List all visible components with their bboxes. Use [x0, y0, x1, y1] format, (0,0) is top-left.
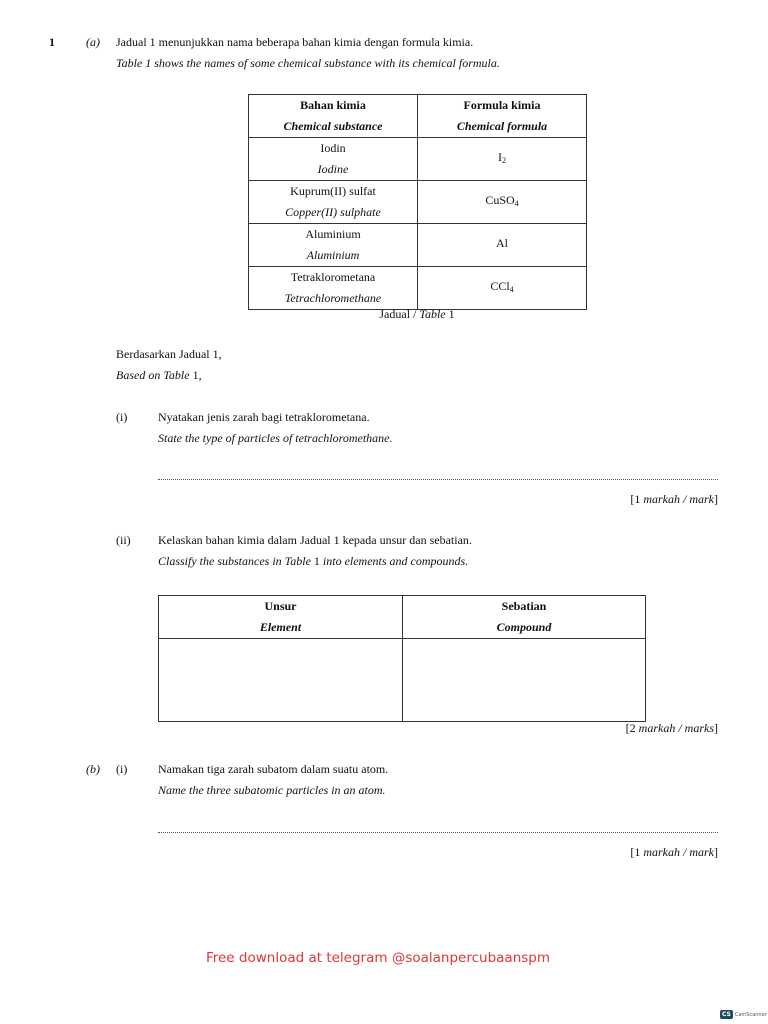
answer-line[interactable]: [158, 479, 718, 480]
marks-word: markah / marks: [638, 721, 714, 735]
formula: CuSO: [485, 193, 515, 207]
header-cell: Formula kimia Chemical formula: [417, 94, 587, 138]
header-cell: Bahan kimia Chemical substance: [248, 94, 418, 138]
based-on-english: Based on Table 1,: [116, 368, 202, 382]
q-a-ii-malay: Kelaskan bahan kimia dalam Jadual 1 kepa…: [158, 533, 472, 547]
part-a-malay: Jadual 1 menunjukkan nama beberapa bahan…: [116, 35, 474, 49]
header-malay: Sebatian: [501, 599, 547, 613]
q-b-i-label: (i): [116, 762, 128, 776]
based-on-english-text: Based on Table: [116, 368, 190, 382]
marks-label: [1 markah / mark]: [630, 492, 718, 506]
q-a-i-malay: Nyatakan jenis zarah bagi tetraklorometa…: [158, 410, 370, 424]
marks-num: [1: [630, 845, 644, 859]
marks-label: [2 markah / marks]: [626, 721, 718, 735]
q-a-i-english: State the type of particles of tetrachlo…: [158, 431, 393, 445]
substance-english: Aluminium: [306, 248, 360, 262]
header-malay: Formula kimia: [463, 98, 541, 112]
substance-english: Iodine: [317, 162, 349, 176]
header-english: Chemical substance: [283, 119, 383, 133]
substance-malay: Iodin: [320, 141, 346, 155]
formula-cell: Al: [417, 223, 587, 267]
header-english: Compound: [496, 620, 552, 634]
part-b-label: (b): [86, 762, 100, 776]
header-english: Element: [259, 620, 302, 634]
english-part: into elements and compounds.: [322, 554, 469, 568]
caption-malay: Jadual /: [379, 307, 420, 321]
based-on-malay: Berdasarkan Jadual 1,: [116, 347, 222, 361]
formula: I: [498, 150, 502, 164]
header-malay: Bahan kimia: [300, 98, 366, 112]
question-number: 1: [49, 35, 55, 49]
answer-line[interactable]: [158, 832, 718, 833]
part-a-english: Table 1 shows the names of some chemical…: [116, 56, 500, 70]
header-malay: Unsur: [264, 599, 297, 613]
formula-cell: I2: [417, 137, 587, 181]
marks-word: markah / mark: [643, 845, 714, 859]
camscanner-logo: CS CamScanner: [720, 1010, 767, 1019]
element-answer-cell[interactable]: [158, 638, 403, 722]
substance-malay: Aluminium: [305, 227, 361, 241]
marks-num: [2: [625, 721, 639, 735]
answer-row: [158, 638, 646, 722]
caption-number: 1: [445, 307, 455, 321]
english-part: Classify the substances in Table: [158, 554, 311, 568]
camscanner-name: CamScanner: [734, 1011, 767, 1018]
marks-close: ]: [714, 721, 718, 735]
q-a-ii-english: Classify the substances in Table 1 into …: [158, 554, 468, 568]
marks-word: markah / mark: [643, 492, 714, 506]
english-part: 1: [310, 554, 323, 568]
q-b-i-english: Name the three subatomic particles in an…: [158, 783, 386, 797]
q-a-i-label: (i): [116, 410, 128, 424]
caption-english: Table: [419, 307, 446, 321]
marks-label: [1 markah / mark]: [630, 845, 718, 859]
table-header-row: Bahan kimia Chemical substance Formula k…: [248, 94, 587, 138]
formula: CCl: [490, 279, 510, 293]
formula-subscript: 4: [514, 199, 519, 208]
substance-malay: Tetraklorometana: [290, 270, 376, 284]
footer-download-text: Free download at telegram @soalanpercuba…: [205, 950, 551, 966]
camscanner-icon: CS: [720, 1010, 733, 1019]
compound-answer-cell[interactable]: [402, 638, 646, 722]
based-on-english-num: 1,: [189, 368, 202, 382]
formula-subscript: 4: [509, 285, 514, 294]
table-1: Bahan kimia Chemical substance Formula k…: [248, 94, 587, 310]
header-english: Chemical formula: [456, 119, 548, 133]
substance-english: Tetrachloromethane: [284, 291, 382, 305]
substance-english: Copper(II) sulphate: [285, 205, 381, 219]
formula-cell: CCl4: [417, 266, 587, 310]
marks-close: ]: [714, 845, 718, 859]
formula-cell: CuSO4: [417, 180, 587, 224]
formula: Al: [496, 236, 508, 250]
marks-num: [1: [630, 492, 644, 506]
part-a-label: (a): [86, 35, 100, 49]
q-b-i-malay: Namakan tiga zarah subatom dalam suatu a…: [158, 762, 389, 776]
marks-close: ]: [714, 492, 718, 506]
q-a-ii-label: (ii): [116, 533, 131, 547]
formula-subscript: 2: [502, 156, 506, 165]
substance-malay: Kuprum(II) sulfat: [290, 184, 376, 198]
table-1-caption: Jadual / Table 1: [0, 307, 768, 321]
